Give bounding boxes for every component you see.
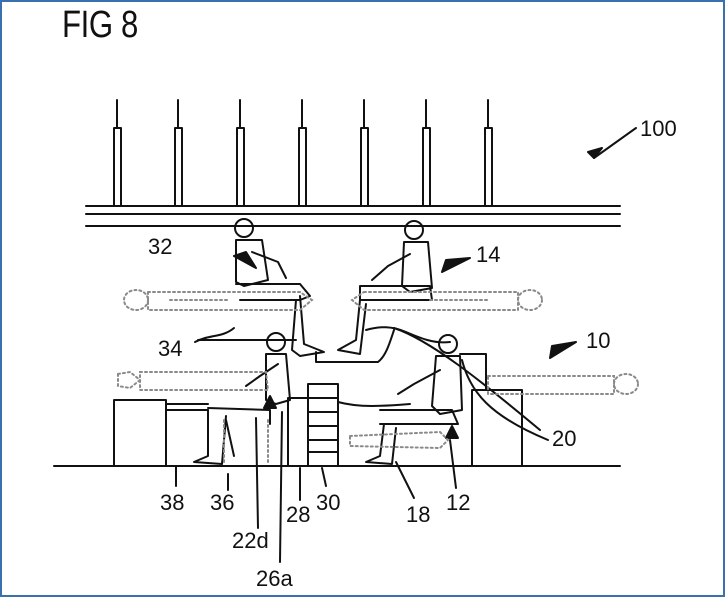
seated-passenger-36 (193, 332, 291, 465)
lying-passenger-upper-left (123, 289, 314, 311)
label-10: 10 (586, 328, 610, 353)
label-22d: 22d (232, 528, 269, 553)
label-18: 18 (406, 502, 430, 527)
seated-passenger-32 (234, 218, 325, 357)
lying-passenger-under-seats (223, 419, 450, 465)
label-30: 30 (316, 490, 340, 515)
label-14: 14 (476, 242, 500, 267)
label-20: 20 (552, 426, 576, 451)
seated-passenger-14 (337, 220, 433, 355)
label-36: 36 (210, 490, 234, 515)
label-28: 28 (286, 502, 310, 527)
reference-numerals: 100 32 14 34 10 20 38 36 22d 28 30 18 12… (148, 116, 677, 591)
upper-deck-rails (85, 205, 621, 227)
label-100: 100 (640, 116, 677, 141)
label-32: 32 (148, 234, 172, 259)
label-12: 12 (446, 490, 470, 515)
lying-passengers (117, 289, 639, 465)
label-38: 38 (160, 490, 184, 515)
lying-passenger-lower-left (117, 370, 270, 391)
seated-passenger-18 (365, 334, 463, 465)
figure-title: FIG 8 (62, 4, 138, 46)
leader-lines (175, 127, 637, 563)
ceiling-rods (113, 99, 493, 207)
arrows (233, 147, 603, 439)
middle-deck (197, 326, 451, 363)
lying-passenger-lower-right (487, 373, 639, 395)
lying-passenger-upper-right (350, 289, 543, 311)
label-34: 34 (158, 336, 182, 361)
label-26a: 26a (256, 566, 293, 591)
